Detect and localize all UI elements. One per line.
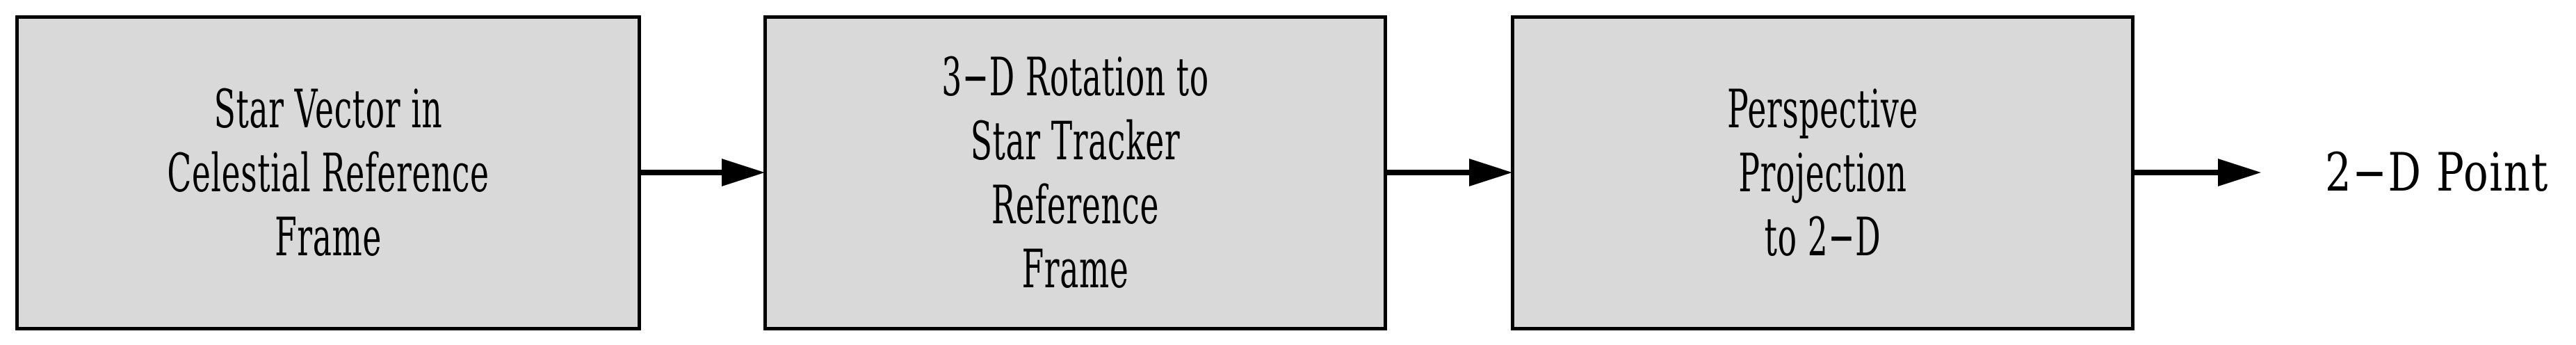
process-node-perspective-projection[interactable]: Perspective Projection to 2−D (1511, 15, 2134, 330)
process-node-rotation-to-star-tracker-frame[interactable]: 3−D Rotation to Star Tracker Reference F… (763, 15, 1387, 330)
arrow-connector-2 (1387, 159, 1512, 186)
arrow-head-icon (1469, 159, 1512, 186)
process-node-star-vector-celestial-frame[interactable]: Star Vector in Celestial Reference Frame (15, 15, 641, 330)
process-node-label: Star Vector in Celestial Reference Frame (167, 77, 489, 268)
arrow-connector-3 (2134, 159, 2261, 186)
arrow-head-icon (2218, 159, 2261, 186)
arrow-connector-1 (641, 159, 765, 186)
process-node-label: 3−D Rotation to Star Tracker Reference F… (941, 45, 1209, 300)
output-label-2d-point: 2−D Point (2325, 141, 2549, 203)
arrow-head-icon (722, 159, 765, 186)
arrow-shaft (641, 170, 723, 175)
process-node-label: Perspective Projection to 2−D (1727, 77, 1918, 268)
arrow-shaft (2134, 170, 2219, 175)
arrow-shaft (1387, 170, 1471, 175)
